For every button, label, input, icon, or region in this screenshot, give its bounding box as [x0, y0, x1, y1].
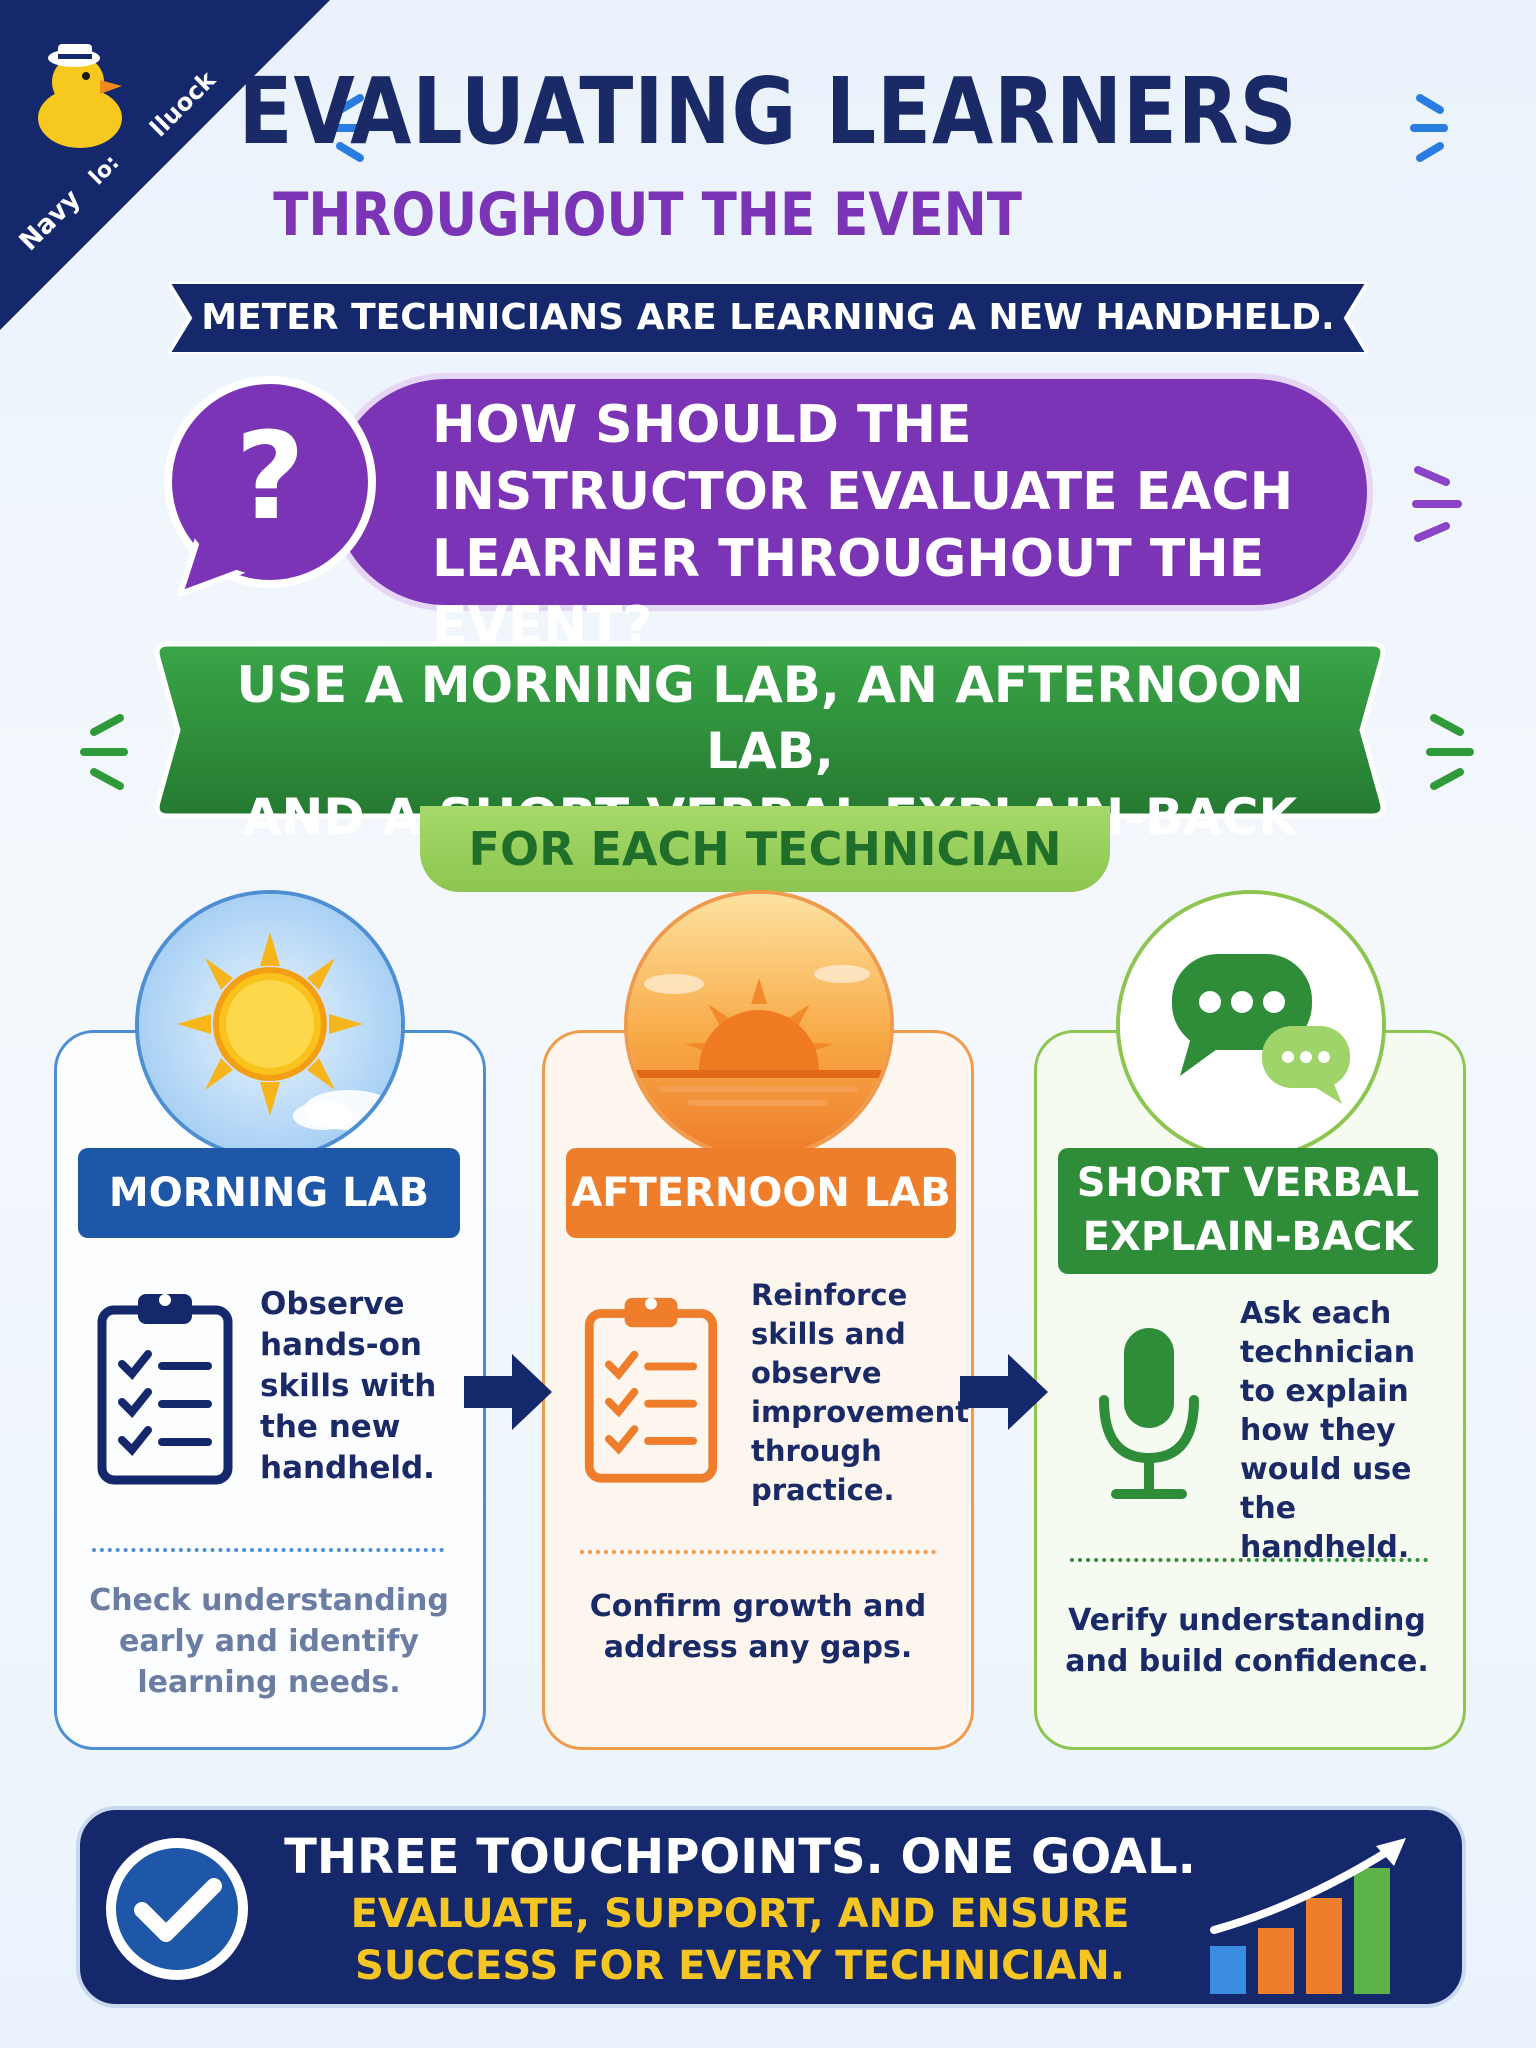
explain-back-outcome: Verify understanding and build confidenc… — [1065, 1603, 1429, 1679]
microphone-icon — [1099, 1328, 1199, 1499]
explain-back-title-line-2: EXPLAIN-BACK — [1082, 1214, 1414, 1260]
speech-bubbles-icon — [1120, 894, 1382, 1156]
sunset-icon — [628, 894, 890, 1156]
growth-chart-icon — [1210, 1838, 1406, 1994]
question-burst-icon — [1412, 466, 1462, 542]
afternoon-lab-outcome: Confirm growth and address any gaps. — [589, 1589, 927, 1665]
afternoon-divider — [580, 1550, 936, 1554]
sun-icon — [139, 894, 401, 1156]
scenario-text: METER TECHNICIANS ARE LEARNING A NEW HAN… — [201, 297, 1335, 338]
summary-headline: THREE TOUCHPOINTS. ONE GOAL. — [284, 1829, 1196, 1885]
answer-banner — [154, 641, 1386, 819]
answer-burst-right-icon — [1426, 714, 1474, 790]
title-burst-right-icon — [1410, 94, 1448, 162]
arrow-right-icon — [960, 1354, 1048, 1430]
page-subtitle: THROUGHOUT THE EVENT — [273, 180, 1022, 250]
title-burst-left-icon — [332, 94, 370, 162]
arrow-right-icon — [464, 1354, 552, 1430]
morning-lab-title: MORNING LAB — [78, 1148, 460, 1238]
clipboard-checklist-icon — [584, 1297, 718, 1483]
hat-label: NAVY — [64, 47, 92, 57]
explain-back-description: Ask each technician to explain how they … — [1240, 1296, 1416, 1565]
question-text: HOW SHOULD THE INSTRUCTOR EVALUATE EACH … — [432, 395, 1294, 656]
explain-back-title-line-1: SHORT VERBAL — [1076, 1160, 1420, 1206]
explain-back-divider — [1070, 1558, 1428, 1562]
answer-text: USE A MORNING LAB, AN AFTERNOON LAB, AND… — [190, 652, 1350, 850]
explain-back-title: SHORT VERBAL EXPLAIN-BACK — [1058, 1148, 1438, 1274]
morning-lab-outcome: Check understanding early and identify l… — [89, 1583, 449, 1700]
morning-lab-description: Observe hands-on skills with the new han… — [260, 1286, 437, 1486]
answer-subtext: FOR EACH TECHNICIAN — [420, 806, 1110, 892]
afternoon-lab-description: Reinforce skills and observe improvement… — [751, 1278, 970, 1507]
question-bubble — [164, 373, 1373, 611]
afternoon-medallion — [624, 890, 894, 1160]
duck-mascot-icon: NAVY — [38, 44, 122, 148]
question-mark-icon: ? — [235, 408, 305, 547]
summary-goal: EVALUATE, SUPPORT, AND ENSURE SUCCESS FO… — [350, 1891, 1130, 1989]
page-title: EVALUATING LEARNERS — [238, 58, 1298, 165]
afternoon-lab-title: AFTERNOON LAB — [566, 1148, 956, 1238]
corner-banner: NAVY Navy lo: lluock — [0, 0, 330, 330]
morning-medallion — [135, 890, 405, 1160]
answer-line-1: USE A MORNING LAB, AN AFTERNOON LAB, — [236, 656, 1304, 780]
scenario-ribbon — [168, 282, 1368, 354]
checkmark-icon — [106, 1838, 248, 1980]
explain-back-medallion — [1116, 890, 1386, 1160]
morning-divider — [92, 1548, 444, 1552]
answer-burst-left-icon — [80, 714, 128, 790]
clipboard-checklist-icon — [97, 1294, 233, 1485]
